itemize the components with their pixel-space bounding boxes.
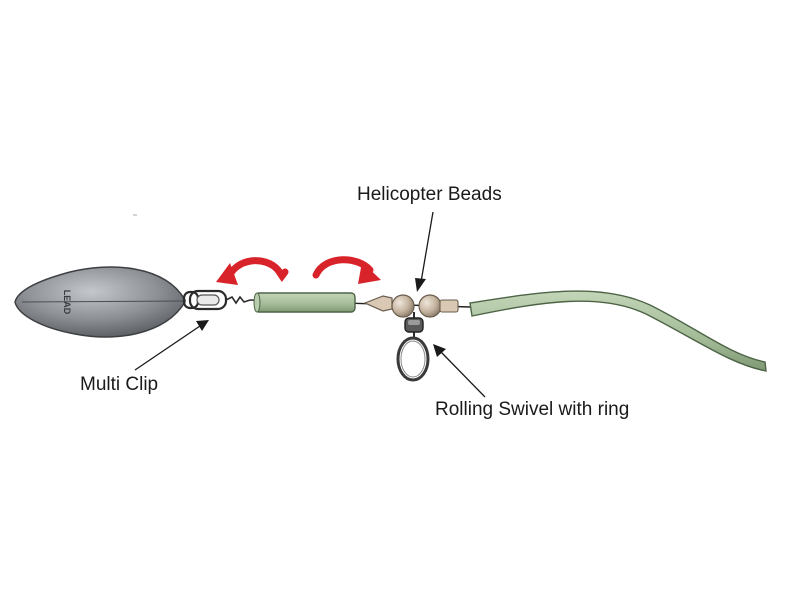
helicopter-beads: [391, 294, 459, 318]
swivel-ring: [396, 336, 430, 382]
label-rolling-swivel: Rolling Swivel with ring: [435, 399, 630, 420]
pointer-helicopter: [415, 211, 434, 292]
red-arrow-left: [216, 257, 289, 285]
anti-tangle-sleeve: [253, 292, 356, 313]
pointer-swivel: [433, 344, 486, 398]
leader-tubing: [469, 290, 767, 372]
red-arrow-right: [312, 256, 381, 284]
pointer-clip: [134, 320, 209, 371]
lead-text: LEAD: [62, 290, 72, 315]
lead-weight: LEAD: [14, 266, 186, 338]
label-multi-clip: Multi Clip: [80, 374, 159, 395]
multi-clip: [182, 289, 251, 311]
label-helicopter-beads: Helicopter Beads: [357, 184, 502, 205]
buffer-cone: [363, 295, 393, 312]
